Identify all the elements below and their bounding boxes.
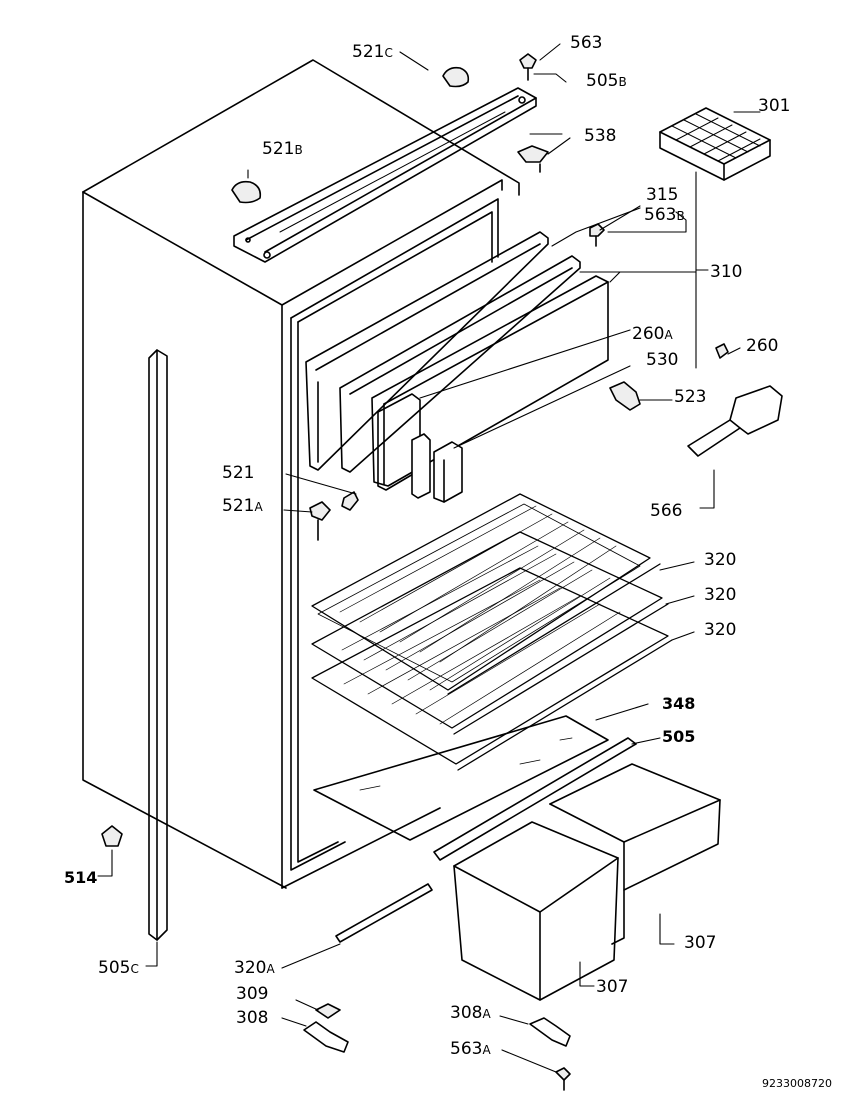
top-hinge-plate-505b	[233, 87, 537, 263]
label-320-2: 320	[704, 585, 737, 605]
label-563b: 563B	[644, 205, 685, 225]
ice-scraper-566	[687, 385, 783, 457]
label-307-right: 307	[684, 933, 717, 953]
crisper-drawer-front	[453, 821, 619, 1001]
leader-lines	[97, 73, 761, 1073]
document-id: 9233008720	[762, 1077, 832, 1090]
label-309: 309	[236, 984, 269, 1004]
label-521c: 521C	[352, 42, 393, 62]
label-310: 310	[710, 262, 743, 282]
clip-309	[315, 1003, 341, 1019]
label-320a: 320A	[234, 958, 275, 978]
label-260: 260	[746, 336, 779, 356]
crisper-drawer-rear	[549, 763, 721, 945]
label-260a: 260A	[632, 324, 673, 344]
label-505c: 505C	[98, 958, 139, 978]
label-301: 301	[758, 96, 791, 116]
label-521b: 521B	[262, 139, 303, 159]
cap-521b	[231, 169, 262, 204]
door-seal-strip-505c	[148, 349, 168, 941]
bracket-308a	[529, 1017, 571, 1047]
label-563: 563	[570, 33, 603, 53]
wire-shelf-3	[311, 567, 673, 771]
glass-shelf-348	[313, 715, 609, 841]
cabinet-body	[82, 59, 520, 889]
clip-260	[715, 343, 729, 359]
label-514: 514	[64, 868, 98, 887]
freezer-door-gasket	[339, 255, 581, 473]
label-523: 523	[674, 387, 707, 407]
lamp-holder-521a	[309, 501, 331, 541]
wire-shelf-2	[311, 531, 669, 735]
label-521: 521	[222, 463, 255, 483]
wire-shelf-1	[311, 493, 661, 695]
label-348: 348	[662, 694, 696, 713]
screw-563a	[555, 1067, 571, 1091]
clip-563b	[589, 223, 605, 247]
thermostat-knob-523	[609, 381, 641, 411]
bracket-308	[303, 1021, 349, 1053]
label-320-3: 320	[704, 620, 737, 640]
foot-514	[101, 825, 123, 847]
hinge-538	[517, 137, 571, 173]
label-505: 505	[662, 727, 696, 746]
ice-tray-301	[659, 107, 771, 181]
label-308: 308	[236, 1008, 269, 1028]
label-505b: 505B	[586, 71, 627, 91]
lamp-cover-521	[341, 491, 359, 511]
freezer-door-panel-530	[371, 275, 609, 491]
door-handle-530	[433, 441, 463, 503]
seal-strip-505	[433, 737, 637, 861]
freezer-door-frame-315	[305, 231, 549, 471]
label-521a: 521A	[222, 496, 263, 516]
label-538: 538	[584, 126, 617, 146]
door-latch-260a	[411, 433, 431, 499]
label-307-front: 307	[596, 977, 629, 997]
label-320-1: 320	[704, 550, 737, 570]
label-315: 315	[646, 185, 679, 205]
cap-521c	[399, 51, 470, 88]
label-308a: 308A	[450, 1003, 491, 1023]
label-566: 566	[650, 501, 683, 521]
label-530: 530	[646, 350, 679, 370]
rail-320a	[335, 883, 433, 943]
screw-563	[519, 43, 561, 81]
label-563a: 563A	[450, 1039, 491, 1059]
